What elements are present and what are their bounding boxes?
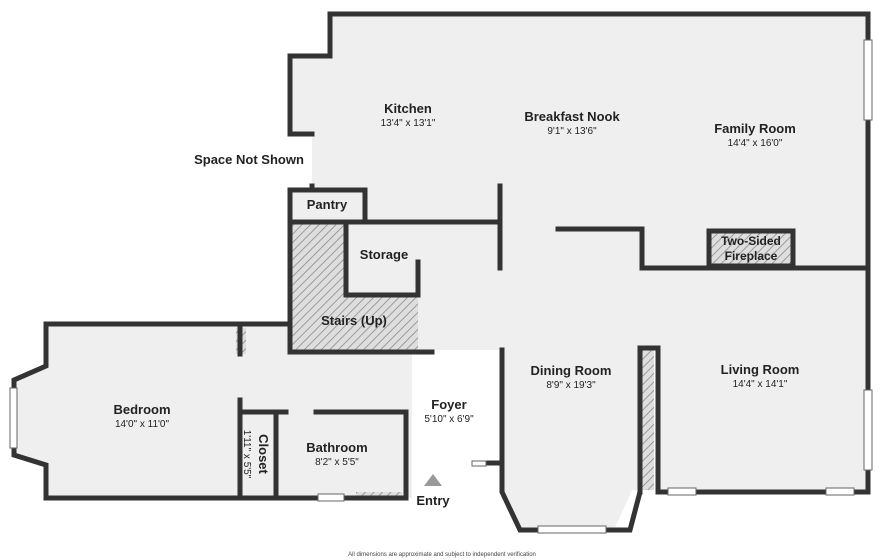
breakfast-label: Breakfast Nook xyxy=(524,109,620,124)
living-label: Living Room xyxy=(721,362,800,377)
breakfast-dims: 9'1" x 13'6" xyxy=(547,126,597,137)
fireplace-label-2: Fireplace xyxy=(725,249,778,263)
family-dims: 14'4" x 16'0" xyxy=(728,138,783,149)
footer-disclaimer: All dimensions are approximate and subje… xyxy=(348,552,536,558)
living-dims: 14'4" x 14'1" xyxy=(733,379,788,390)
kitchen-dims: 13'4" x 13'1" xyxy=(381,118,436,129)
dining-pillar xyxy=(642,348,654,490)
kitchen-label: Kitchen xyxy=(384,101,432,116)
closet-label: Closet xyxy=(256,434,271,474)
stairs-label: Stairs (Up) xyxy=(321,313,387,328)
bedroom-label: Bedroom xyxy=(113,402,170,417)
windows xyxy=(9,39,873,534)
floor-fill xyxy=(14,14,868,530)
family-label: Family Room xyxy=(714,121,796,136)
closet-dims: 1'11" x 5'5" xyxy=(241,430,252,479)
foyer-label: Foyer xyxy=(431,397,466,412)
pantry-label: Pantry xyxy=(307,197,348,212)
dining-dims: 8'9" x 19'3" xyxy=(546,380,596,391)
bathroom-label: Bathroom xyxy=(306,440,367,455)
bedroom-dims: 14'0" x 11'0" xyxy=(115,419,170,430)
bathroom-dims: 8'2" x 5'5" xyxy=(315,457,359,468)
storage-label: Storage xyxy=(360,247,408,262)
entry-arrow-icon xyxy=(424,474,442,486)
stairs-hatch xyxy=(290,222,418,352)
foyer-dims: 5'10" x 6'9" xyxy=(424,414,474,425)
entry-label: Entry xyxy=(416,493,450,508)
dining-label: Dining Room xyxy=(531,363,612,378)
fireplace-hatch xyxy=(709,231,793,266)
fireplace-label-1: Two-Sided xyxy=(721,234,781,248)
space-not-shown-label: Space Not Shown xyxy=(194,152,304,167)
